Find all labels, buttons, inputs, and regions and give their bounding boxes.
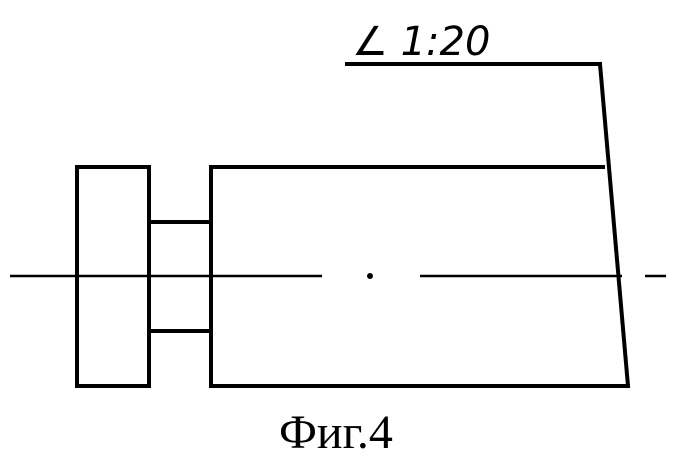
tapered-body [211, 64, 628, 386]
figure-caption: Фиг.4 [279, 406, 393, 459]
axis-centerline [10, 273, 666, 279]
taper-label: ∠ 1:20 [352, 19, 490, 65]
